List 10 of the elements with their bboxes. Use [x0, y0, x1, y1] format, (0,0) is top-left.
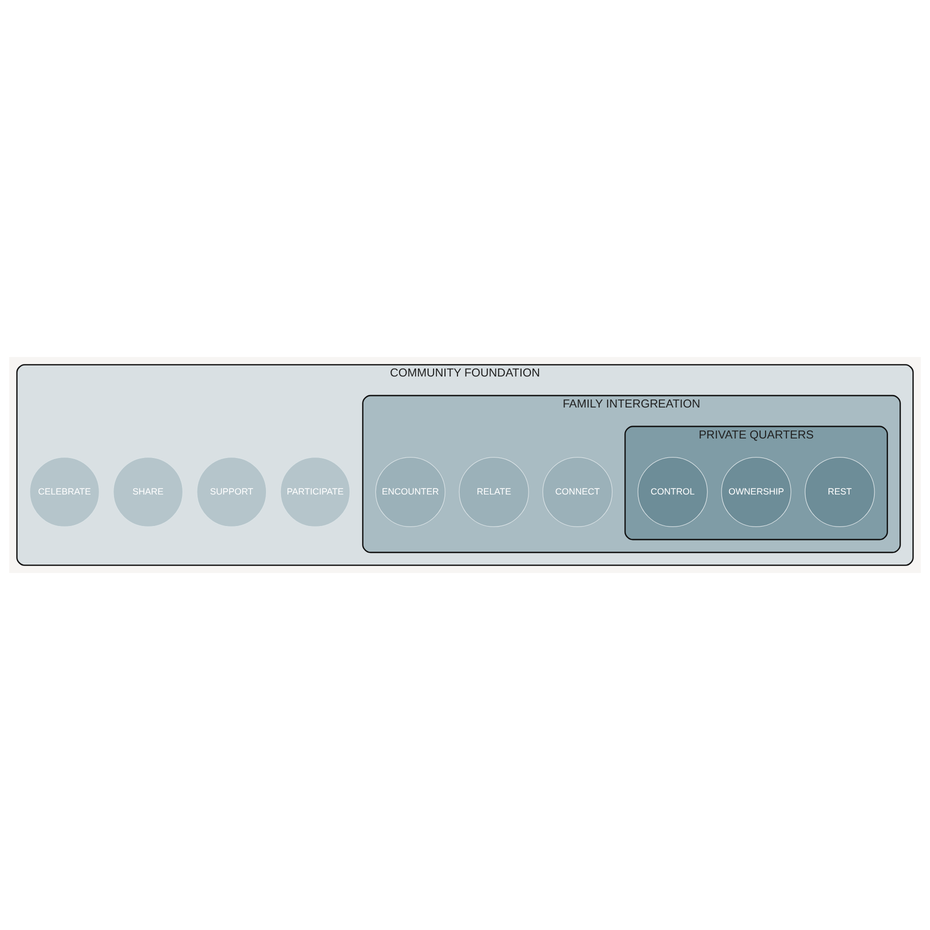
- node-circle: CELEBRATE: [29, 456, 100, 528]
- node-circle: REST: [804, 456, 875, 528]
- node-circle: PARTICIPATE: [280, 456, 350, 528]
- node-circle: CONNECT: [542, 456, 613, 528]
- node-circle: ENCOUNTER: [375, 456, 446, 528]
- node-circle: SHARE: [113, 456, 184, 528]
- node-circle: OWNERSHIP: [721, 456, 792, 528]
- node-circle: CONTROL: [638, 456, 708, 528]
- node-circle: SUPPORT: [196, 456, 267, 528]
- node-circle: RELATE: [458, 456, 529, 528]
